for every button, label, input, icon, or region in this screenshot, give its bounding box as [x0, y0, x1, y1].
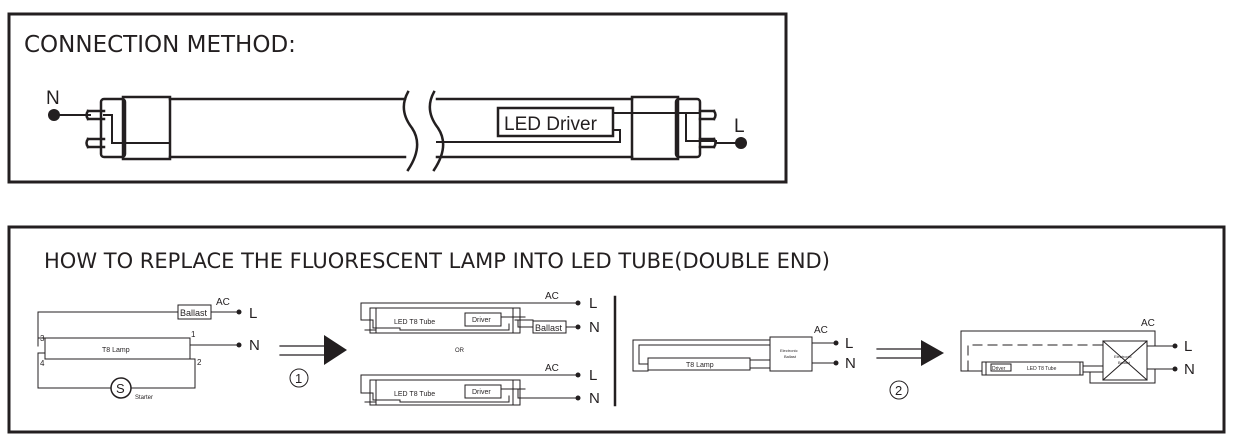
step-2-number: 2 — [895, 383, 902, 398]
panel-border — [7, 225, 1226, 434]
live-terminal-dot — [236, 309, 242, 315]
cross-out-line — [1102, 340, 1148, 381]
electronic-ballast-box — [769, 336, 813, 372]
right-internal-wire — [685, 112, 717, 142]
live-label: L — [249, 305, 257, 322]
ballast-line-1: Electronic — [1114, 354, 1132, 359]
connection-method-panel: CONNECTION METHOD: N LED Driver — [7, 12, 788, 184]
live-label: L — [589, 295, 597, 312]
option-a-led-with-ballast: AC L LED T8 Tube Driver Ballast N — [360, 291, 600, 336]
neutral-label: N — [845, 355, 856, 372]
driver-label: Driver — [472, 389, 491, 396]
neutral-terminal-dot — [575, 324, 581, 330]
live-label: L — [845, 335, 853, 352]
option-b-led-direct-wire: AC L LED T8 Tube Driver N — [360, 363, 600, 407]
break-mark-left — [402, 90, 419, 172]
panel-border — [7, 12, 788, 184]
live-label: L — [589, 367, 597, 384]
led-tube-label: LED T8 Tube — [394, 391, 435, 398]
electronic-ballast-circuit: T8 Lamp Electronic Ballast AC L N — [632, 325, 856, 372]
ac-label: AC — [814, 325, 828, 336]
ballast-line-2: Ballast — [1118, 360, 1131, 365]
electronic-ballast-bypassed: AC Driver LED T8 Tube Electronic Ballast… — [960, 318, 1195, 384]
neutral-label: N — [589, 390, 600, 407]
panel-title: HOW TO REPLACE THE FLUORESCENT LAMP INTO… — [44, 249, 830, 273]
led-driver-box — [496, 106, 615, 138]
ballast-line-2: Ballast — [784, 354, 797, 359]
neutral-label: N — [46, 88, 60, 109]
replace-lamp-panel: HOW TO REPLACE THE FLUORESCENT LAMP INTO… — [7, 225, 1226, 434]
live-terminal-dot — [575, 372, 581, 378]
step-1-badge — [289, 368, 309, 388]
led-tube — [369, 379, 521, 406]
led-tube-label: LED T8 Tube — [394, 319, 435, 326]
neutral-terminal-dot — [575, 395, 581, 401]
led-tube — [369, 307, 521, 334]
neutral-terminal-dot — [833, 360, 839, 366]
ac-label: AC — [1141, 318, 1155, 329]
starter-symbol-label: S — [116, 381, 125, 396]
live-label: L — [1184, 338, 1192, 355]
t8-lamp-label: T8 Lamp — [686, 362, 714, 369]
original-starter-circuit: Ballast AC L T8 Lamp N 3 1 4 2 S Starter — [37, 297, 260, 401]
left-collar — [121, 95, 172, 161]
driver-return-wire — [436, 129, 621, 143]
starter-symbol — [110, 377, 132, 399]
driver-label: Driver — [472, 317, 491, 324]
t8-lamp — [44, 337, 191, 360]
led-tube — [981, 361, 1084, 376]
driver-box — [990, 363, 1012, 372]
t8-lamp-label: T8 Lamp — [102, 347, 130, 354]
led-driver-label: LED Driver — [504, 114, 598, 135]
ballast-label: Ballast — [535, 323, 563, 333]
live-terminal-dot — [575, 300, 581, 306]
step-2-arrow: 2 — [876, 340, 944, 400]
driver-box — [464, 384, 502, 399]
starter-label: Starter — [135, 395, 153, 401]
live-terminal-dot — [735, 137, 747, 149]
neutral-terminal-dot — [236, 342, 242, 348]
bypassed-wire — [967, 344, 1104, 371]
driver-box — [464, 312, 502, 327]
ballast-label: Ballast — [180, 308, 208, 318]
arrow-head-icon — [921, 340, 944, 366]
break-mark-right — [428, 90, 445, 172]
pin-1-label: 1 — [191, 330, 196, 339]
right-pins — [698, 109, 717, 149]
live-label: L — [734, 116, 745, 137]
step-2-badge — [889, 380, 909, 400]
ac-label: AC — [216, 297, 230, 308]
ac-label: AC — [545, 363, 559, 374]
pin-3-label: 3 — [40, 334, 45, 343]
right-end-cap — [674, 97, 702, 159]
neutral-terminal-dot — [1172, 366, 1178, 372]
ballast-line-1: Electronic — [780, 348, 798, 353]
right-collar — [630, 95, 680, 161]
left-internal-wire — [103, 114, 171, 144]
live-terminal-dot — [1172, 343, 1178, 349]
driver-label: Driver — [992, 366, 1006, 372]
electronic-ballast-box-crossed — [1102, 340, 1148, 381]
neutral-label: N — [1184, 361, 1195, 378]
panel-title: CONNECTION METHOD: — [24, 32, 296, 58]
step-1-arrow: 1 — [279, 335, 347, 388]
arrow-head-icon — [324, 335, 347, 365]
pin-2-label: 2 — [197, 358, 202, 367]
live-terminal-dot — [833, 340, 839, 346]
step-1-number: 1 — [295, 371, 302, 386]
t8-lamp — [647, 357, 751, 371]
or-label: OR — [455, 348, 465, 354]
led-tube-label: LED T8 Tube — [1027, 366, 1057, 372]
neutral-label: N — [249, 337, 260, 354]
left-end-cap — [99, 97, 127, 159]
ac-label: AC — [545, 291, 559, 302]
pin-4-label: 4 — [40, 359, 45, 368]
neutral-label: N — [589, 319, 600, 336]
